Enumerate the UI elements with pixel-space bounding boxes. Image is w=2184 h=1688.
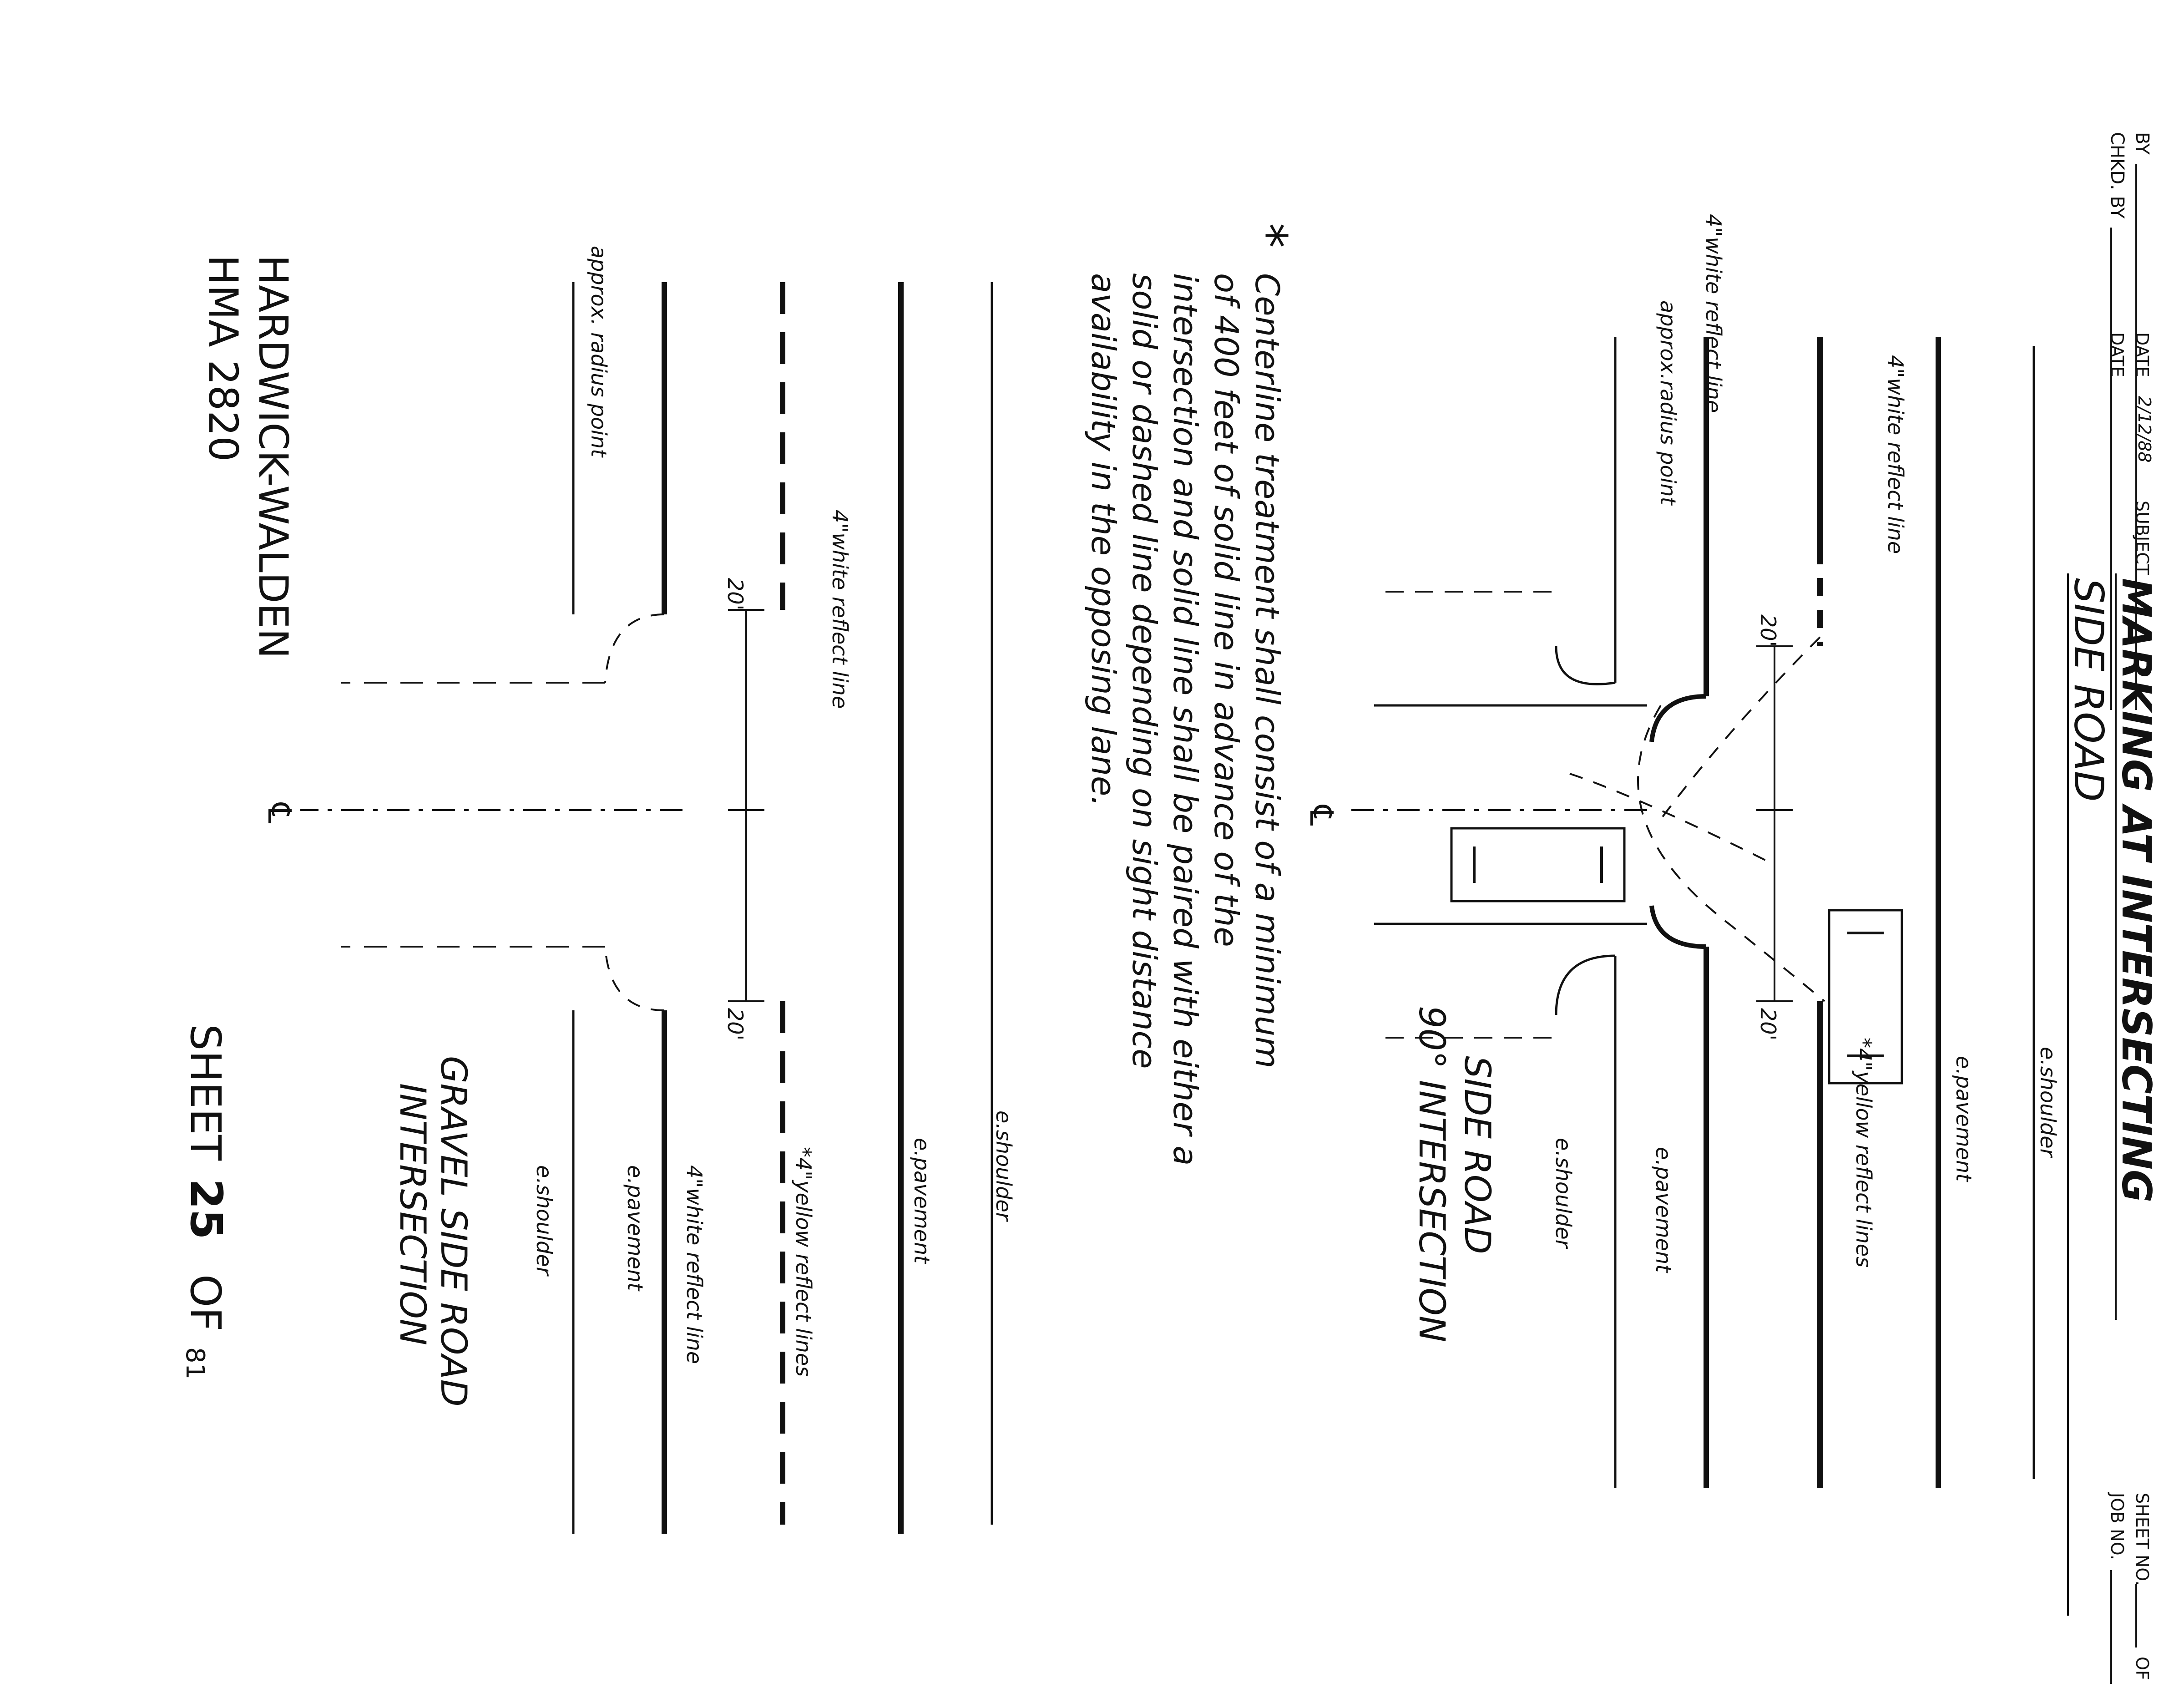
note-asterisk: * — [1239, 223, 1298, 248]
lower-intersection-diagram: ℄ 20' 20' 4"white reflect line e.pavemen… — [261, 246, 1016, 1534]
label-e-shoulder-top: e.shoulder — [2036, 1047, 2060, 1159]
label-e-shoulder-top: e.shoulder — [991, 1110, 1016, 1222]
label-e-pavement-top: e.pavement — [910, 1138, 934, 1264]
centerline-symbol: ℄ — [261, 799, 298, 827]
note-line: intersection and solid line shall be pai… — [1166, 273, 1204, 1166]
shoulder-curve-left — [1555, 646, 1616, 685]
by-label: BY — [2132, 132, 2153, 155]
note-line: solid or dashed line depending on sight … — [1125, 273, 1163, 1069]
label-white-reflect-line-left: 4"white reflect line — [1701, 214, 1726, 413]
date-value: 2/12/88 — [2134, 396, 2154, 463]
upper-diagram-title-1: SIDE ROAD — [1456, 1056, 1497, 1254]
project-identification: HARDWICK-WALDEN HMA 2820 — [200, 255, 297, 659]
radius-curve-left — [1649, 694, 1707, 742]
lower-diagram-title-2: INTERSECTION — [392, 1083, 433, 1345]
dimension-label-right: 20' — [1756, 1008, 1780, 1040]
subject-label: SUBJECT — [2132, 501, 2152, 575]
date2-label: DATE — [2107, 332, 2127, 377]
vehicle-on-side-road — [1450, 827, 1626, 902]
label-yellow-reflect-lines: *4"yellow reflect lines — [791, 1147, 816, 1377]
label-white-reflect-line-top: 4"white reflect line — [1883, 355, 1908, 554]
project-name: HARDWICK-WALDEN — [250, 255, 297, 659]
turn-path-1 — [1660, 636, 1821, 820]
upper-intersection-diagram: ℄ 20' 20' e.shoulder e.pavement 4"white … — [1303, 214, 2060, 1488]
label-white-reflect-line-bottom: 4"white reflect line — [682, 1165, 707, 1364]
centerline-symbol: ℄ — [1303, 801, 1340, 830]
shoulder-curve-right — [1555, 954, 1616, 1015]
turn-path-2 — [1637, 705, 1825, 1002]
note-line: Centerline treatment shall consist of a … — [1248, 273, 1286, 1068]
dimension-label-left: 20' — [1756, 614, 1780, 647]
vehicle-on-main-road — [1828, 909, 1903, 1085]
label-e-shoulder-bottom: e.shoulder — [532, 1165, 556, 1277]
label-approx-radius-point: approx.radius point — [1656, 300, 1680, 506]
sheet-stamp: SHEET 25 OF 81 — [180, 1024, 232, 1379]
project-number: HMA 2820 — [200, 255, 247, 461]
sheet-stamp-total: 81 — [180, 1347, 210, 1379]
label-e-pavement-top: e.pavement — [1951, 1056, 1976, 1182]
sheet-stamp-of: OF — [181, 1274, 230, 1331]
radius-dashed-right — [604, 946, 665, 1011]
label-white-reflect-line-top: 4"white reflect line — [828, 510, 852, 709]
dimension-label-right: 20' — [723, 1008, 748, 1040]
centerline-note: * Centerline treatment shall consist of … — [1084, 223, 1298, 1166]
label-e-pavement-bottom: e.pavement — [623, 1165, 647, 1292]
radius-dashed-left — [604, 613, 665, 683]
turn-path-3 — [1569, 773, 1775, 866]
chkd-by-label: CHKD. BY — [2107, 132, 2128, 219]
label-e-shoulder-bottom: e.shoulder — [1551, 1138, 1576, 1250]
note-line: of 400 feet of solid line in advance of … — [1207, 273, 1245, 947]
label-e-pavement-bottom: e.pavement — [1651, 1147, 1676, 1273]
job-no-label: JOB NO. — [2107, 1492, 2127, 1560]
upper-diagram-title-2: 90° INTERSECTION — [1411, 1006, 1452, 1342]
radius-curve-right — [1649, 905, 1707, 949]
of-label: OF — [2132, 1657, 2152, 1680]
note-line: availability in the opposing lane. — [1084, 273, 1122, 806]
sheet-stamp-prefix: SHEET — [181, 1024, 230, 1161]
sheet-stamp-number: 25 — [181, 1179, 232, 1240]
subject-line-1: MARKING AT INTERSECTING — [2113, 578, 2160, 1202]
label-yellow-reflect-lines: *4"yellow reflect lines — [1851, 1038, 1876, 1267]
date-label: DATE — [2132, 332, 2152, 377]
lower-diagram-title-1: GRAVEL SIDE ROAD — [433, 1056, 474, 1407]
dimension-label-left: 20' — [723, 578, 748, 610]
label-approx-radius-point: approx. radius point — [586, 246, 611, 458]
sheet-no-label: SHEET NO. — [2132, 1493, 2152, 1586]
subject-line-2: SIDE ROAD — [2065, 578, 2112, 802]
title-block: BY CHKD. BY DATE 2/12/88 DATE SUBJECT MA… — [2065, 132, 2160, 1684]
